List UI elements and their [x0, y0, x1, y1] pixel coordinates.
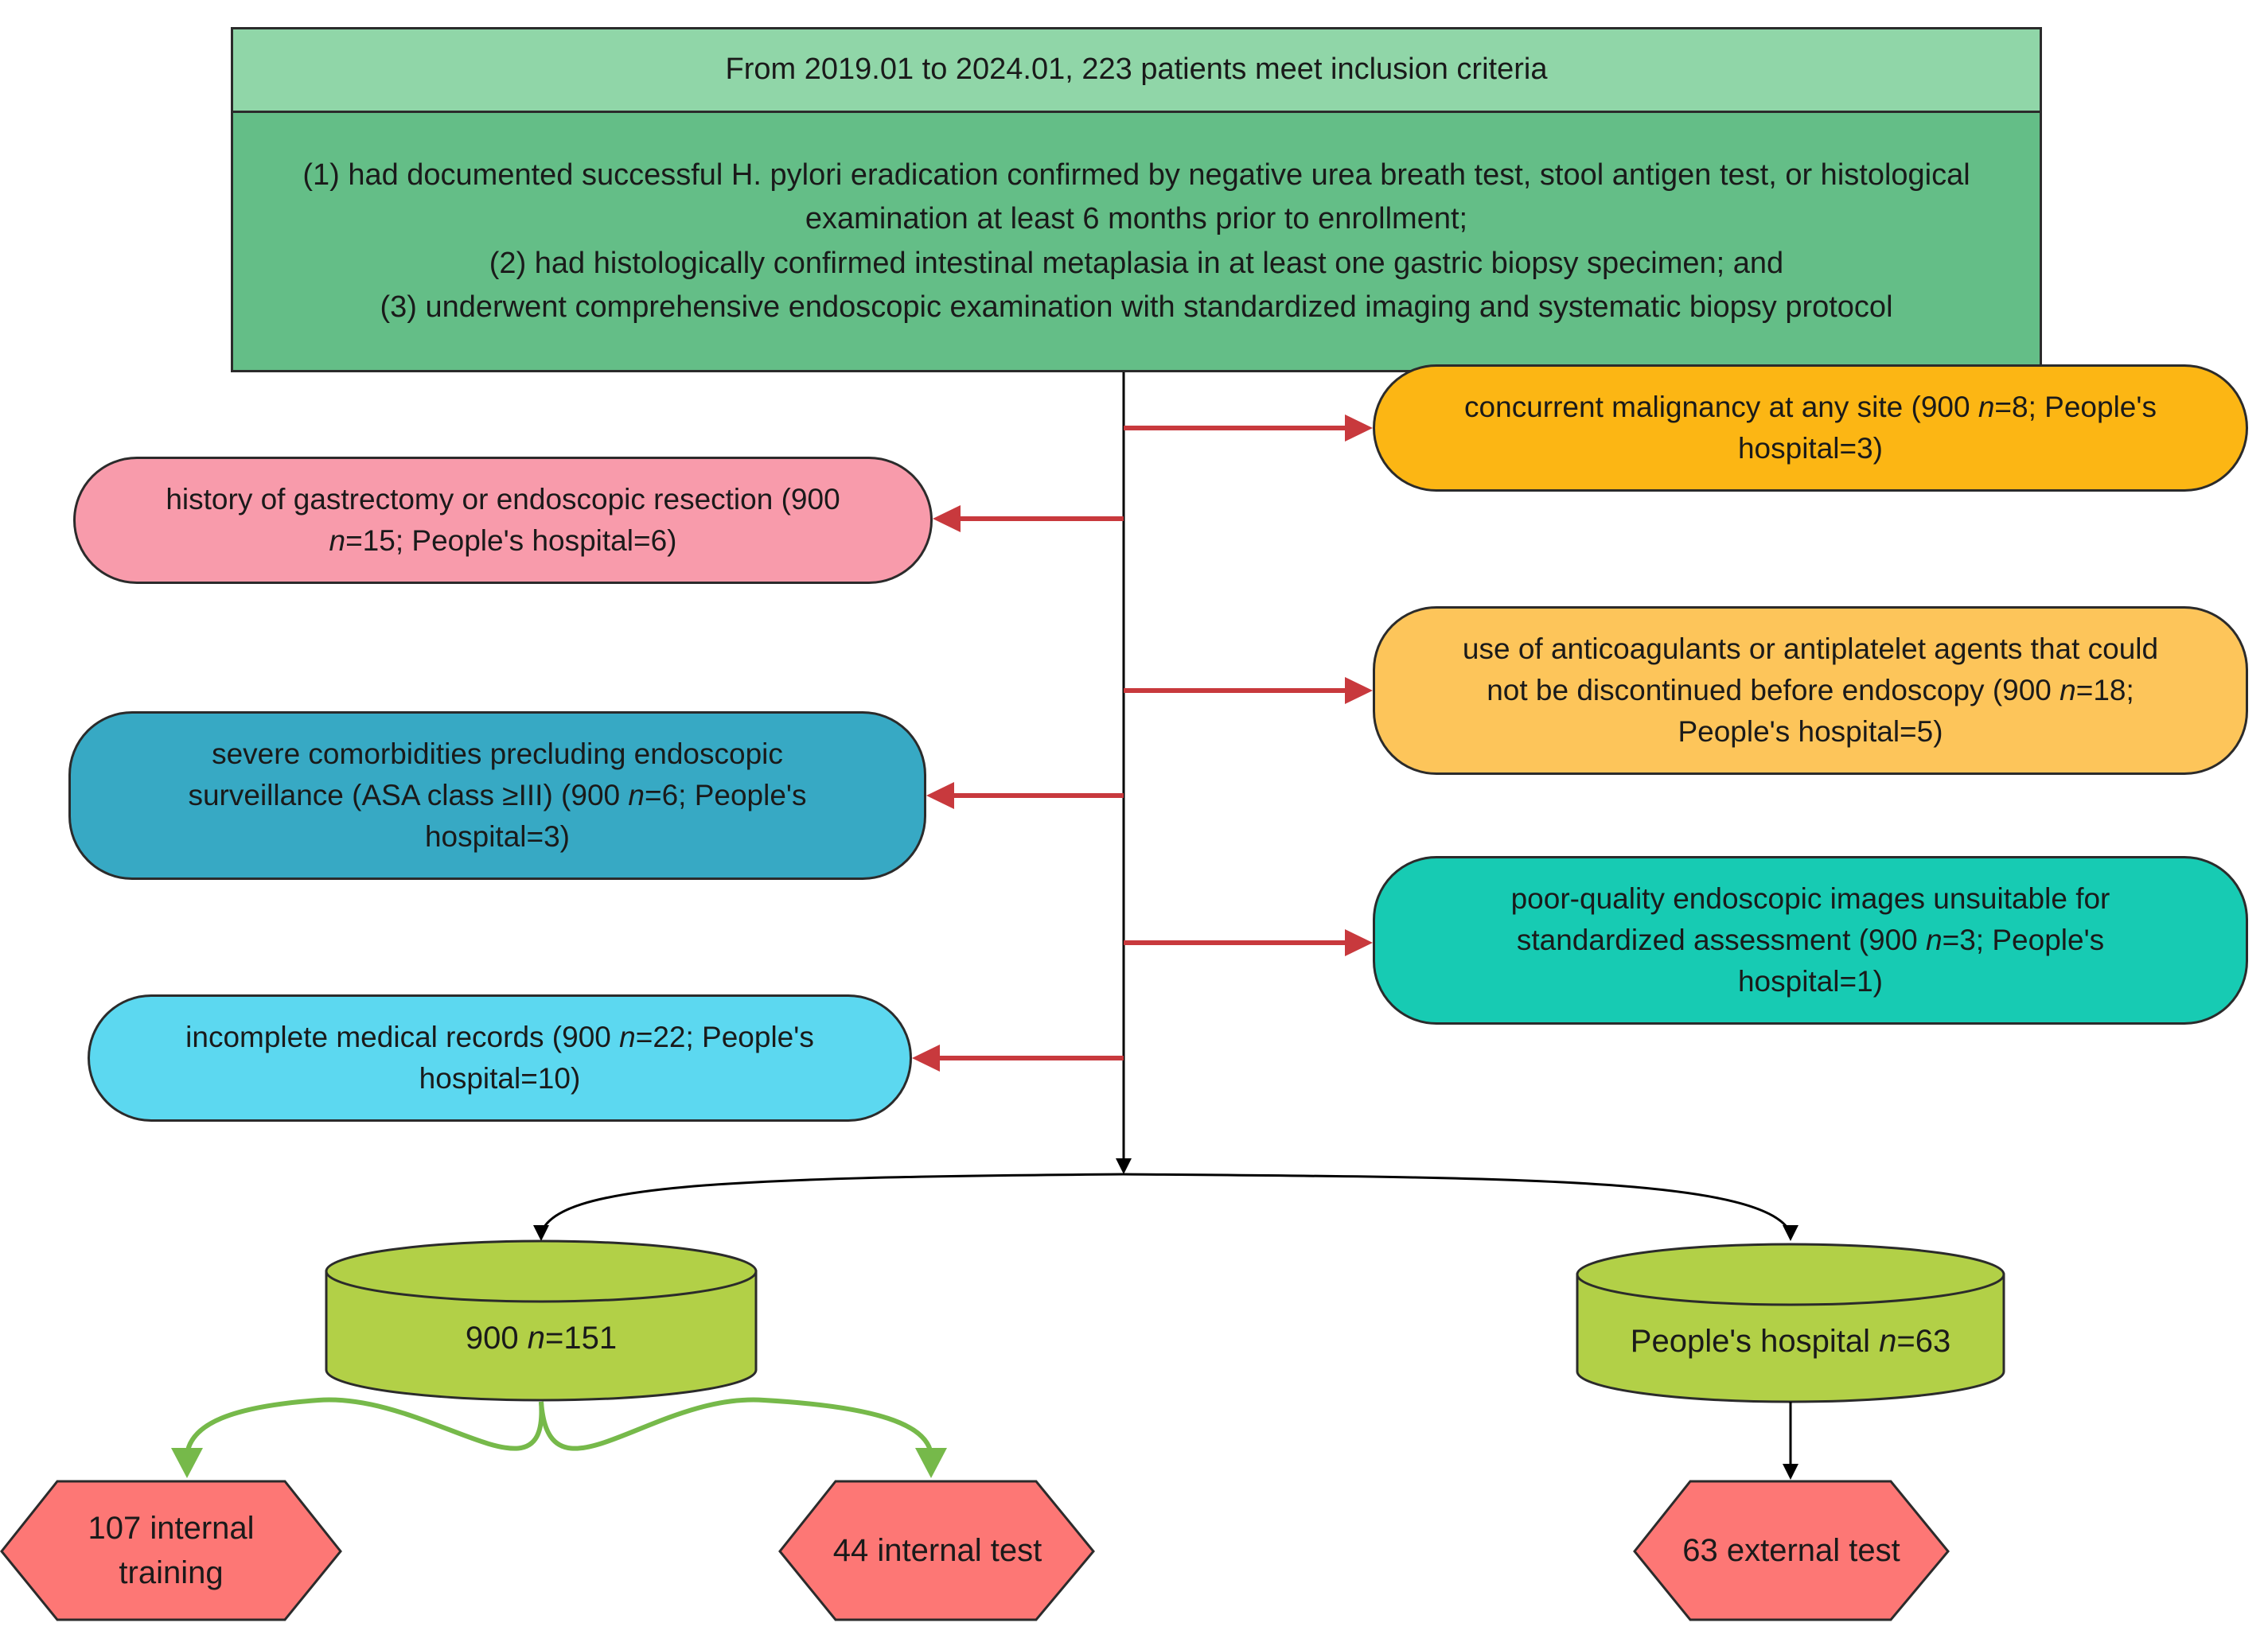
exclusion-text: poor-quality endoscopic images unsuitabl… — [1510, 882, 2110, 916]
split-arrowhead-left — [533, 1225, 549, 1241]
n-symbol: n — [329, 524, 346, 557]
cohort-peoples-label: People's hospital n=63 — [1577, 1324, 2004, 1360]
exclusion-text: People's hospital=5) — [1678, 714, 1943, 748]
exclusion-gastrectomy: history of gastrectomy or endoscopic res… — [73, 457, 933, 584]
cohort-text: =63 — [1896, 1324, 1951, 1359]
exclusion-arrows — [931, 426, 1353, 1060]
exclusion-text: =3; People's — [1942, 924, 2105, 957]
exclusion-text: =15; People's hospital=6) — [345, 524, 677, 557]
exclusion-text: =22; People's — [635, 1021, 814, 1054]
set-text: 63 external test — [1682, 1533, 1900, 1568]
inclusion-header-text: From 2019.01 to 2024.01, 223 patients me… — [725, 53, 1548, 87]
green-arrow-internal-test — [539, 1397, 933, 1455]
exclusion-text: severe comorbidities precluding endoscop… — [212, 737, 783, 771]
criterion-line: (3) underwent comprehensive endoscopic e… — [380, 290, 1893, 324]
exclusion-poor-images: poor-quality endoscopic images unsuitabl… — [1373, 856, 2248, 1025]
n-symbol: n — [1978, 391, 1995, 424]
split-curve-right — [1123, 1173, 1792, 1234]
internal-test-label: 44 internal test — [788, 1486, 1087, 1615]
set-text: training — [119, 1555, 224, 1590]
green-arrow-training — [185, 1397, 544, 1455]
cohort-text: People's hospital — [1630, 1324, 1880, 1359]
exclusion-text: history of gastrectomy or endoscopic res… — [166, 483, 840, 516]
exclusion-text: hospital=10) — [419, 1062, 581, 1095]
inclusion-header: From 2019.01 to 2024.01, 223 patients me… — [231, 27, 2042, 111]
exclusion-text: hospital=3) — [1737, 432, 1884, 465]
exclusion-text: hospital=3) — [424, 819, 571, 853]
cohort-900-cylinder — [325, 1239, 758, 1402]
green-arrowhead-internal-test — [915, 1448, 947, 1478]
split-arrowhead-right — [1783, 1225, 1798, 1241]
split-curve-left — [540, 1173, 1124, 1234]
exclusion-text: =8; People's — [1994, 391, 2157, 424]
external-arrowhead — [1783, 1464, 1798, 1480]
hexagon-training — [0, 1480, 342, 1621]
green-arrowhead-training — [171, 1448, 203, 1478]
exclusion-text: surveillance (ASA class ≥III) (900 — [188, 779, 629, 812]
training-set-label: 107 internal training — [32, 1486, 310, 1615]
external-test-label: 63 external test — [1643, 1486, 1940, 1615]
set-text: 107 internal — [88, 1511, 255, 1546]
cohort-900-label: 900 n=151 — [326, 1321, 756, 1356]
n-symbol: n — [1879, 1324, 1897, 1359]
exclusion-malignancy: concurrent malignancy at any site (900 n… — [1373, 364, 2248, 492]
n-symbol: n — [1926, 924, 1943, 957]
criterion-line: (2) had histologically confirmed intesti… — [489, 246, 1784, 280]
n-symbol: n — [619, 1021, 636, 1054]
exclusion-text: incomplete medical records (900 — [185, 1021, 620, 1054]
n-symbol: n — [628, 779, 645, 812]
n-symbol: n — [527, 1321, 545, 1356]
exclusion-text: not be discontinued before endoscopy (90… — [1487, 674, 2060, 707]
hexagon-external-test — [1633, 1480, 1950, 1621]
exclusion-arrowheads — [912, 414, 1373, 1072]
exclusion-text: =18; — [2075, 674, 2134, 707]
exclusion-text: =6; People's — [644, 779, 807, 812]
exclusion-text: hospital=1) — [1737, 964, 1884, 998]
cohort-peoples-cylinder — [1576, 1243, 2005, 1403]
exclusion-anticoagulants: use of anticoagulants or antiplatelet ag… — [1373, 606, 2248, 775]
exclusion-comorbidities: severe comorbidities precluding endoscop… — [68, 711, 926, 880]
cohort-text: =151 — [545, 1321, 618, 1356]
cohort-text: 900 — [465, 1321, 528, 1356]
exclusion-text: concurrent malignancy at any site (900 — [1464, 391, 1978, 424]
exclusion-records: incomplete medical records (900 n=22; Pe… — [88, 994, 912, 1122]
main-flow-arrowhead — [1116, 1158, 1132, 1174]
criterion-line: (1) had documented successful H. pylori … — [302, 158, 1970, 193]
exclusion-text: use of anticoagulants or antiplatelet ag… — [1462, 632, 2159, 666]
criterion-line: examination at least 6 months prior to e… — [805, 202, 1468, 236]
inclusion-criteria-box: (1) had documented successful H. pylori … — [231, 111, 2042, 372]
hexagon-internal-test — [778, 1480, 1095, 1621]
set-text: 44 internal test — [832, 1533, 1042, 1568]
n-symbol: n — [2060, 674, 2076, 707]
exclusion-text: standardized assessment (900 — [1516, 924, 1927, 957]
